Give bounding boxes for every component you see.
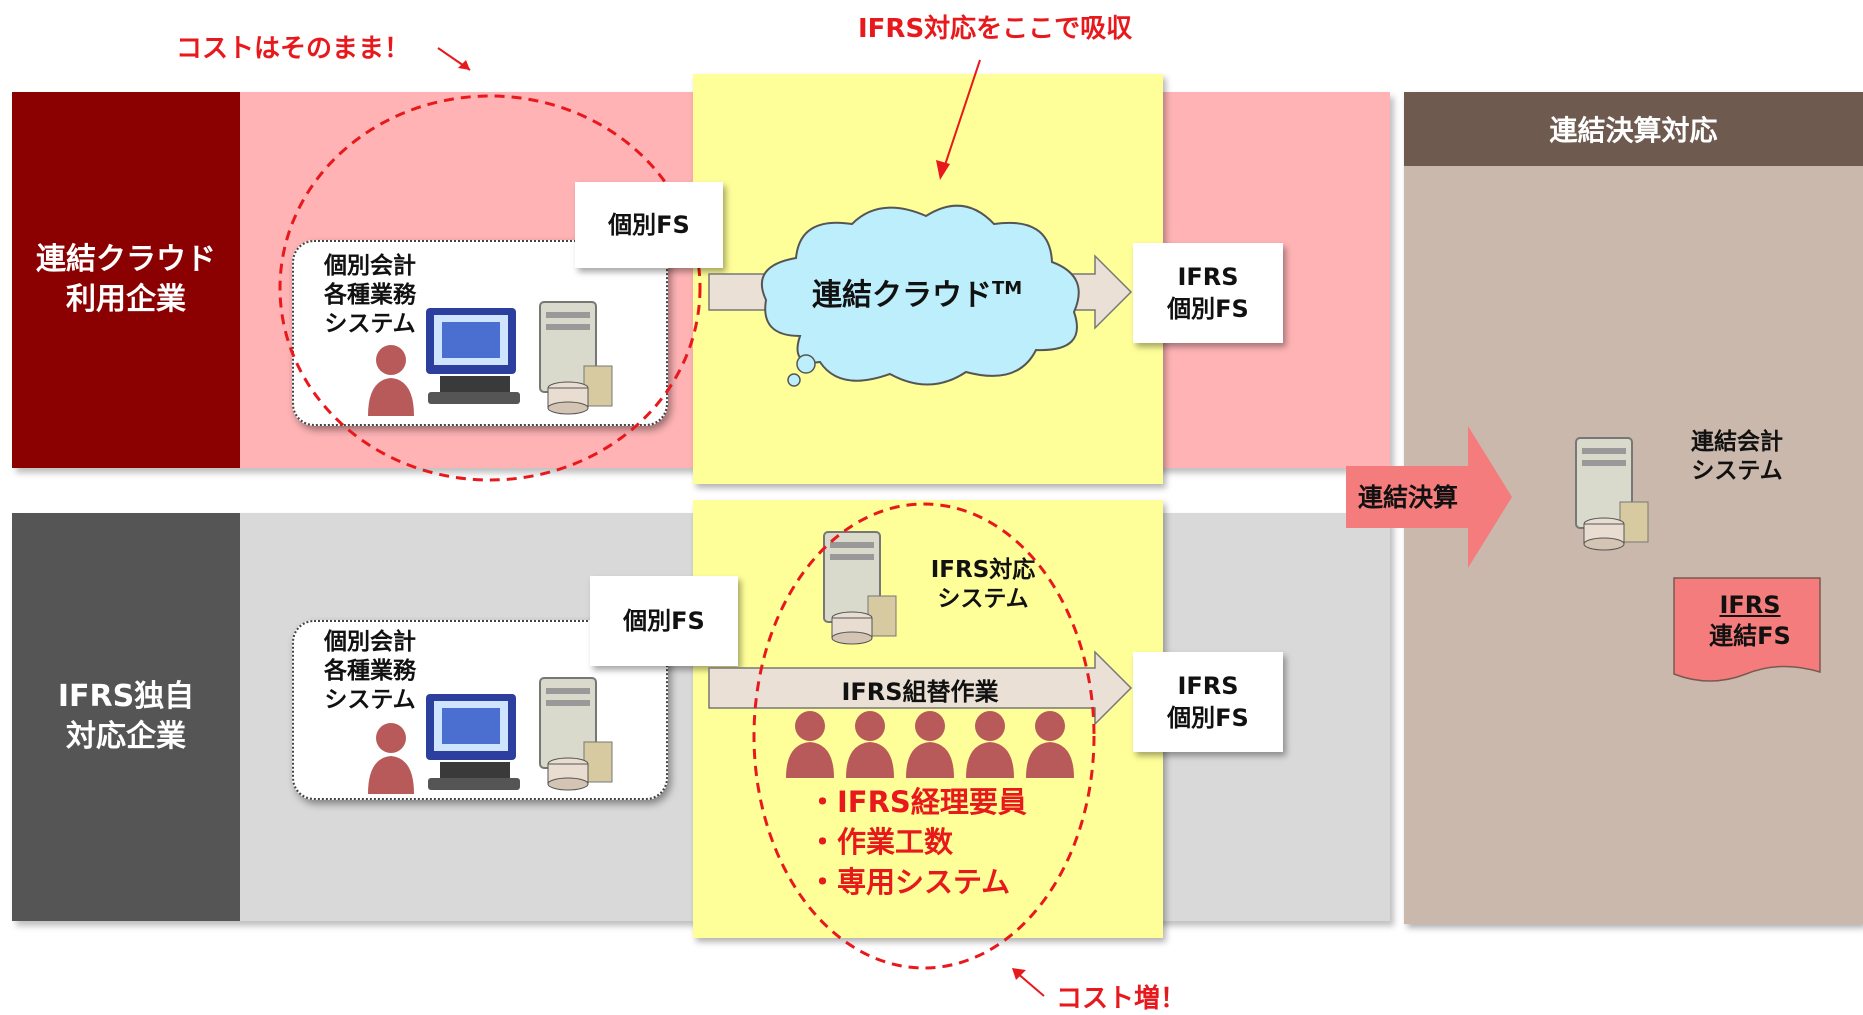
top-server-icon	[539, 301, 613, 415]
top-cost-ellipse	[278, 94, 702, 482]
cloud-icon	[760, 204, 1080, 387]
accounting-staff-icons	[786, 711, 1074, 778]
top-computer-icon	[426, 308, 520, 404]
top-system-label: 個別会計 各種業務 システム	[324, 253, 416, 337]
cost-increase-note: コスト増！	[1056, 984, 1187, 1014]
bottom-person-icon	[368, 723, 414, 794]
ifrs-absorb-arrow	[936, 59, 981, 180]
bottom-cost-ellipse	[752, 502, 1096, 970]
bottom-individual-fs-doc: 個別FS	[590, 576, 738, 666]
bottom-server-icon	[539, 677, 613, 791]
ifrs-consolidated-fs-label: IFRS 連結FS	[1680, 590, 1820, 652]
ifrs-consolidated-fs-doc	[1673, 577, 1821, 682]
top-row-label: 連結クラウド 利用企業	[12, 92, 240, 468]
bottom-flow-arrow	[708, 650, 1133, 726]
bottom-system-label: 個別会計 各種業務 システム	[324, 629, 416, 713]
bottom-computer-icon	[426, 694, 520, 790]
consolidation-arrow	[1346, 426, 1512, 568]
bottom-ifrs-fs-doc: IFRS 個別FS	[1133, 652, 1283, 752]
bullet-item: ・IFRS経理要員	[808, 785, 1027, 819]
consolidation-system-label: 連結会計 システム	[1691, 429, 1783, 484]
cost-same-arrow	[437, 47, 471, 71]
ifrs-rework-label: IFRS組替作業	[841, 678, 999, 706]
bottom-row-label: IFRS独自 対応企業	[12, 513, 240, 921]
top-person-icon	[368, 345, 414, 416]
ifrs-system-label: IFRS対応 システム	[930, 557, 1036, 612]
ifrs-consolidated-fs-line1: IFRS	[1719, 591, 1781, 619]
cost-increase-arrow	[1012, 968, 1045, 997]
cloud-tm-mark: TM	[992, 278, 1023, 299]
cost-same-note: コストはそのまま！	[176, 34, 411, 64]
cloud-label-text: 連結クラウド	[812, 278, 992, 313]
top-individual-fs-doc: 個別FS	[575, 182, 723, 268]
top-ifrs-fs-doc: IFRS 個別FS	[1133, 243, 1283, 343]
bullet-item: ・作業工数	[808, 825, 954, 859]
bullet-item: ・専用システム	[808, 865, 1011, 899]
cost-bullet-list: ・IFRS経理要員 ・作業工数 ・専用システム	[808, 782, 1027, 902]
ifrs-system-server-icon	[823, 531, 897, 645]
ifrs-absorb-note: IFRS対応をここで吸収	[858, 14, 1133, 44]
ifrs-consolidated-fs-line2: 連結FS	[1709, 622, 1791, 650]
consolidation-arrow-label: 連結決算	[1358, 483, 1459, 512]
cloud-label: 連結クラウドTM	[812, 270, 1022, 314]
right-panel-header: 連結決算対応	[1404, 92, 1863, 166]
consolidation-server-icon	[1575, 437, 1649, 551]
